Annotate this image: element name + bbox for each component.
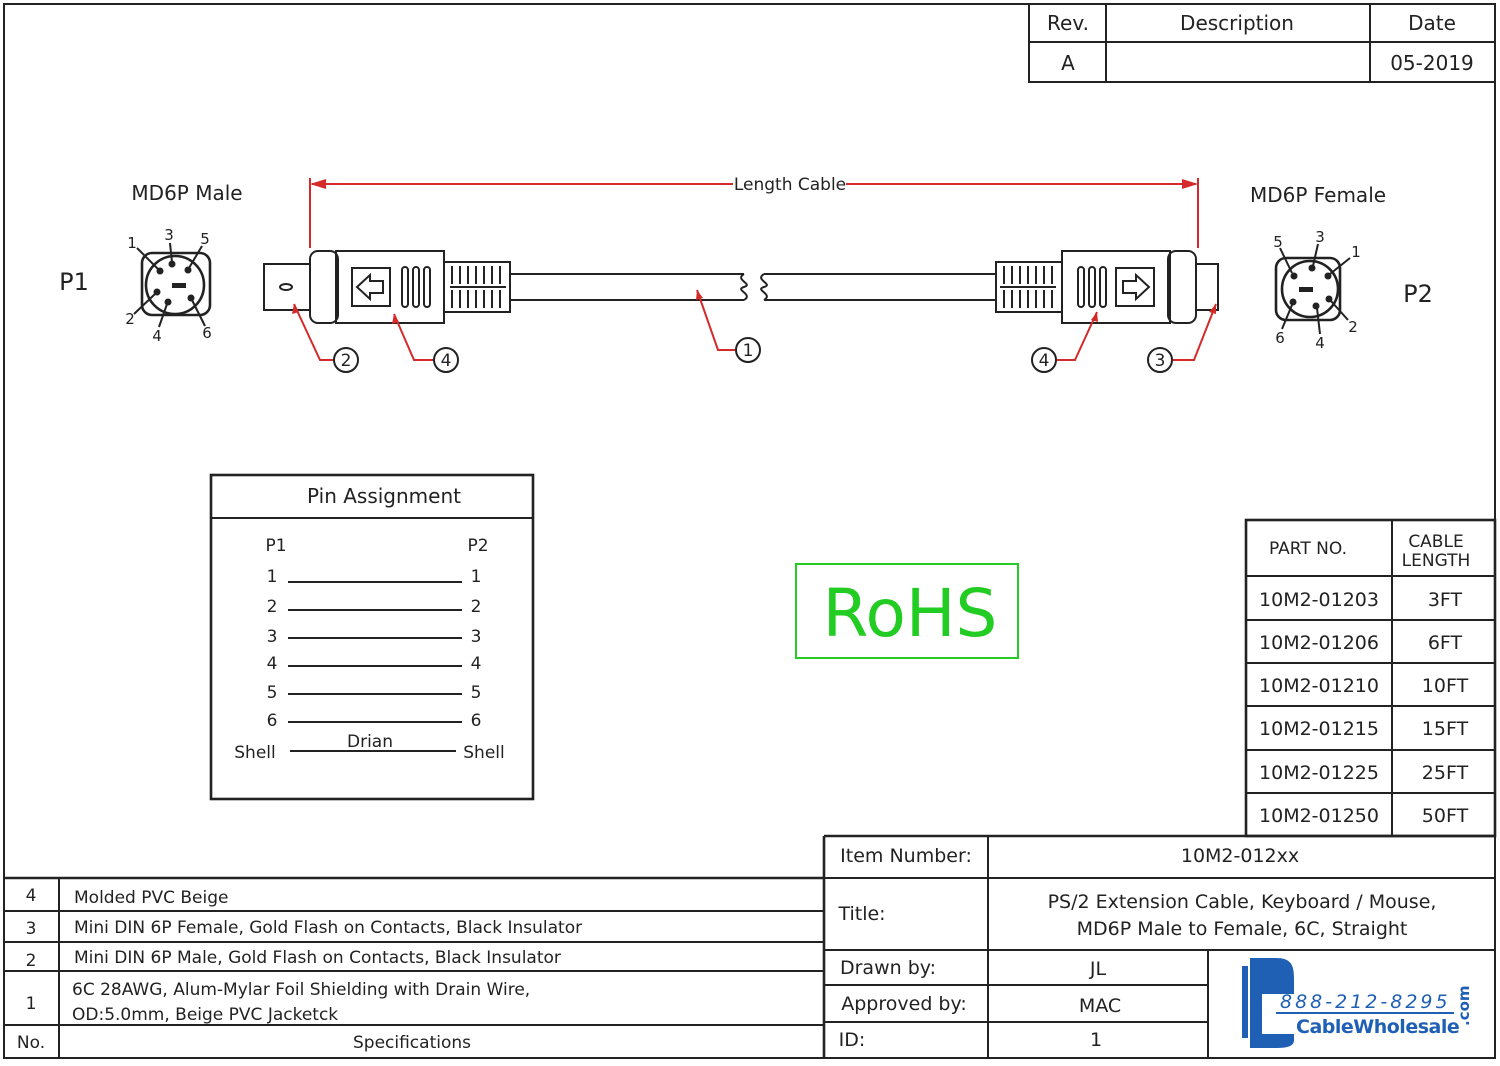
pin-row-5-p1: 5 xyxy=(267,683,278,703)
parts-header-length-2: LENGTH xyxy=(1402,551,1471,571)
spec-row-4-no: 1 xyxy=(26,994,37,1014)
p1-pin-1: 1 xyxy=(127,234,137,252)
pin-col-p1: P1 xyxy=(265,536,286,556)
part-row-5-length: 25FT xyxy=(1422,762,1469,784)
approved-by-value: MAC xyxy=(1079,995,1121,1017)
p1-pin-5: 5 xyxy=(200,230,210,248)
id-label: ID: xyxy=(839,1029,866,1051)
title-value-1: PS/2 Extension Cable, Keyboard / Mouse, xyxy=(1048,891,1437,913)
description-header: Description xyxy=(1180,11,1294,35)
spec-row-2-no: 3 xyxy=(26,919,37,939)
rev-value: A xyxy=(1061,51,1075,75)
part-row-3-number: 10M2-01210 xyxy=(1259,675,1379,697)
date-value: 05-2019 xyxy=(1390,51,1474,75)
date-header: Date xyxy=(1408,11,1456,35)
spec-row-1-text: Molded PVC Beige xyxy=(74,888,229,908)
callout-4-left: 4 xyxy=(441,351,452,371)
p2-id: P2 xyxy=(1403,280,1433,308)
spec-row-3-text: Mini DIN 6P Male, Gold Flash on Contacts… xyxy=(74,948,561,968)
p2-label: MD6P Female xyxy=(1250,183,1386,207)
p1-pin-3: 3 xyxy=(164,226,174,244)
part-row-5-number: 10M2-01225 xyxy=(1259,762,1379,784)
spec-row-1-no: 4 xyxy=(26,886,37,906)
spec-header-spec: Specifications xyxy=(353,1033,471,1053)
cablewholesale-logo: 888-212-8295 CableWholesale .com xyxy=(1242,958,1473,1048)
pin-row-1-p1: 1 xyxy=(267,567,278,587)
pin-row-3-p2: 3 xyxy=(471,627,482,647)
shell-p1: Shell xyxy=(234,743,275,763)
item-number-label: Item Number: xyxy=(840,845,972,867)
callouts: 2 4 1 4 3 xyxy=(292,289,1217,373)
rev-header: Rev. xyxy=(1047,11,1089,35)
p2-connector-face: MD6P Female P2 5 3 1 6 4 2 xyxy=(1250,183,1433,352)
pin-row-3-p1: 3 xyxy=(267,627,278,647)
p2-pin-2: 2 xyxy=(1348,318,1358,336)
approved-by-label: Approved by: xyxy=(841,993,967,1015)
spec-row-3-no: 2 xyxy=(26,951,37,971)
callout-3: 3 xyxy=(1155,351,1166,371)
title-label: Title: xyxy=(837,903,885,925)
drawn-by-label: Drawn by: xyxy=(840,957,936,979)
parts-table: PART NO. CABLE LENGTH 10M2-01203 3FT 10M… xyxy=(1244,518,1497,838)
p1-pin-6: 6 xyxy=(202,324,212,342)
p1-id: P1 xyxy=(59,268,89,296)
pin-row-6-p1: 6 xyxy=(267,711,278,731)
pin-col-p2: P2 xyxy=(467,536,488,556)
spec-row-4-text-1: 6C 28AWG, Alum-Mylar Foil Shielding with… xyxy=(72,980,530,1000)
part-row-4-length: 15FT xyxy=(1422,718,1469,740)
pin-row-2-p2: 2 xyxy=(471,597,482,617)
shell-p2: Shell xyxy=(463,743,504,763)
length-dimension: Length Cable xyxy=(309,175,1199,248)
logo-suffix: .com xyxy=(1455,985,1473,1026)
logo-phone: 888-212-8295 xyxy=(1280,991,1451,1013)
parts-header-length-1: CABLE xyxy=(1408,532,1463,552)
spec-header-no: No. xyxy=(17,1033,45,1053)
p1-label: MD6P Male xyxy=(131,181,242,205)
pin-row-4-p2: 4 xyxy=(471,654,482,674)
part-row-3-length: 10FT xyxy=(1422,675,1469,697)
part-row-2-length: 6FT xyxy=(1428,632,1463,654)
p2-pin-4: 4 xyxy=(1315,334,1325,352)
p1-pin-2: 2 xyxy=(125,310,135,328)
cable-assembly xyxy=(263,250,1219,324)
spec-row-4-text-2: OD:5.0mm, Beige PVC Jacketck xyxy=(72,1005,338,1025)
logo-name: CableWholesale xyxy=(1296,1016,1459,1038)
part-row-2-number: 10M2-01206 xyxy=(1259,632,1379,654)
part-row-1-number: 10M2-01203 xyxy=(1259,589,1379,611)
callout-1: 1 xyxy=(743,341,754,361)
drawn-by-value: JL xyxy=(1089,958,1107,980)
length-label: Length Cable xyxy=(734,175,846,195)
p1-pin-4: 4 xyxy=(152,327,162,345)
part-row-6-number: 10M2-01250 xyxy=(1259,805,1379,827)
rohs-badge: RoHS xyxy=(795,563,1019,659)
callout-2: 2 xyxy=(341,351,352,371)
title-block: Item Number: 10M2-012xx Title: PS/2 Exte… xyxy=(822,834,1495,1058)
p1-connector-face: MD6P Male P1 1 3 5 2 4 6 xyxy=(59,181,242,345)
callout-4-right: 4 xyxy=(1039,351,1050,371)
drain-wire-label: Drian xyxy=(347,732,393,752)
p2-pin-1: 1 xyxy=(1351,243,1361,261)
pin-row-6-p2: 6 xyxy=(471,711,482,731)
part-row-4-number: 10M2-01215 xyxy=(1259,718,1379,740)
pin-row-4-p1: 4 xyxy=(267,654,278,674)
p2-pin-3: 3 xyxy=(1315,228,1325,246)
title-value-2: MD6P Male to Female, 6C, Straight xyxy=(1077,918,1408,940)
pin-assignment-table: Pin Assignment P1 P2 1 1 2 2 3 3 4 4 5 5… xyxy=(209,473,535,801)
id-value: 1 xyxy=(1090,1029,1102,1051)
rohs-label: RoHS xyxy=(823,575,998,652)
specifications-table: 4 Molded PVC Beige 3 Mini DIN 6P Female,… xyxy=(4,876,824,1058)
revision-table: Rev. Description Date A 05-2019 xyxy=(1028,3,1496,83)
pin-row-2-p1: 2 xyxy=(267,597,278,617)
p2-pin-5: 5 xyxy=(1273,233,1283,251)
pin-row-5-p2: 5 xyxy=(471,683,482,703)
pin-assignment-title: Pin Assignment xyxy=(307,484,461,508)
item-number-value: 10M2-012xx xyxy=(1181,845,1299,867)
parts-header-part: PART NO. xyxy=(1269,539,1347,559)
p2-pin-6: 6 xyxy=(1275,329,1285,347)
pin-row-1-p2: 1 xyxy=(471,567,482,587)
spec-row-2-text: Mini DIN 6P Female, Gold Flash on Contac… xyxy=(74,918,582,938)
part-row-6-length: 50FT xyxy=(1422,805,1469,827)
part-row-1-length: 3FT xyxy=(1428,589,1463,611)
